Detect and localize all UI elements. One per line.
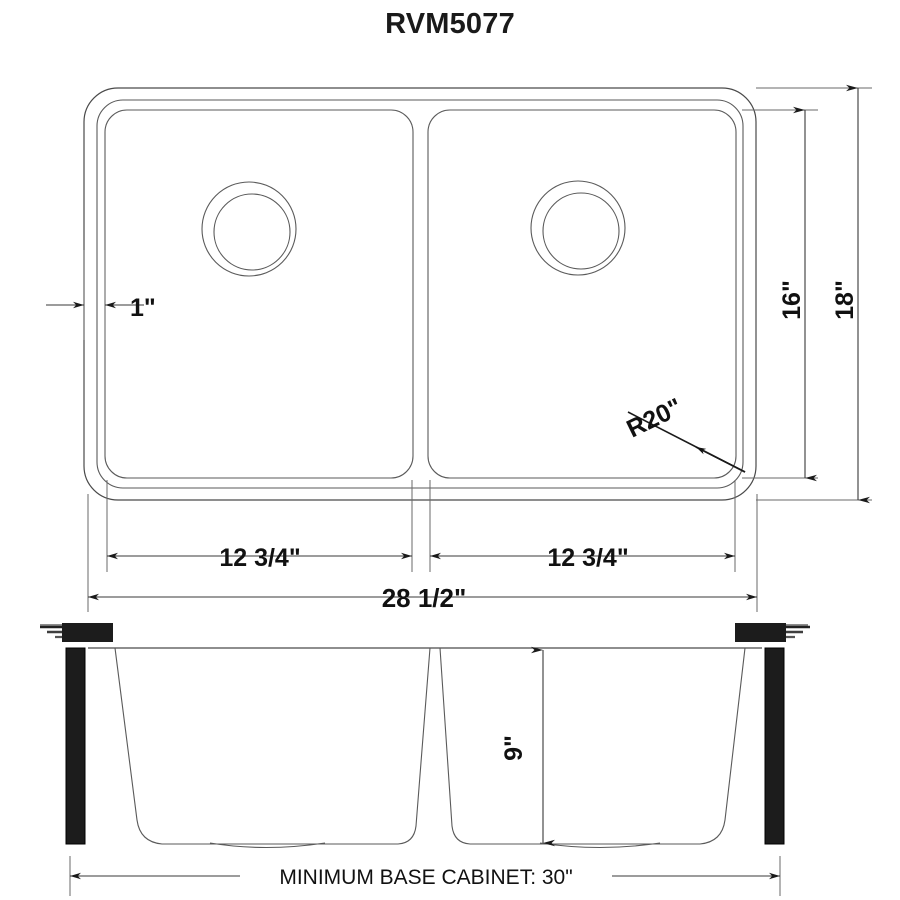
left-cabinet-hatch-icon bbox=[40, 623, 113, 642]
depth18-label: 18" bbox=[831, 280, 859, 320]
left-cabinet-panel bbox=[65, 647, 86, 845]
right-cabinet-hatch-icon bbox=[735, 623, 810, 642]
right-bowl-outline bbox=[427, 109, 737, 479]
depth16-label: 16" bbox=[778, 280, 806, 320]
page-title: RVM5077 bbox=[0, 0, 900, 48]
right-cabinet-panel bbox=[764, 647, 785, 845]
front-left-bowl-profile bbox=[114, 647, 431, 845]
front-right-bowl-profile bbox=[439, 647, 746, 845]
radius-leader-arrow bbox=[695, 446, 746, 473]
front-right-drain-pad bbox=[539, 842, 661, 849]
right-drain-inner-circle bbox=[542, 192, 620, 270]
cabinet-label: MINIMUM BASE CABINET: 30" bbox=[279, 866, 572, 889]
front-left-drain-pad bbox=[209, 842, 326, 849]
height9-label: 9" bbox=[500, 735, 528, 761]
left-drain-inner-circle bbox=[213, 193, 291, 271]
sink-inner-rim bbox=[96, 99, 744, 489]
rim-dim-label: 1" bbox=[130, 294, 156, 322]
overall-width-label: 28 1/2" bbox=[382, 583, 467, 613]
right-drain-outer-circle bbox=[530, 180, 626, 276]
leftbowl-width-label: 12 3/4" bbox=[219, 544, 300, 572]
sink-outer-rim bbox=[83, 87, 757, 501]
left-drain-outer-circle bbox=[201, 181, 297, 277]
page-title-text: RVM5077 bbox=[385, 7, 515, 40]
plan-view: 1" R20" 16" 18" 12 3/4" 12 3/4" bbox=[46, 84, 872, 613]
rightbowl-width-label: 12 3/4" bbox=[547, 544, 628, 572]
radius-label: R20" bbox=[622, 393, 686, 443]
